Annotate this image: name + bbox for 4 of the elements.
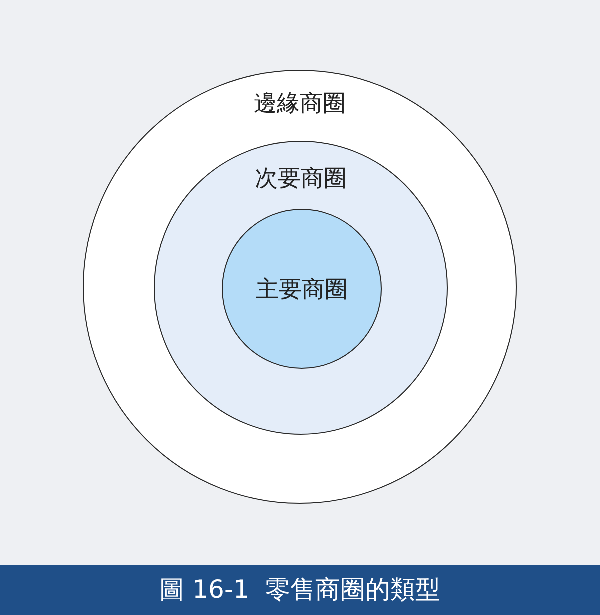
circle-label: 主要商圈 [256, 276, 348, 304]
circle-label: 次要商圈 [255, 165, 347, 193]
circle-label: 邊緣商圈 [254, 90, 346, 118]
figure-caption: 圖 16-1 零售商圈的類型 [160, 574, 440, 606]
